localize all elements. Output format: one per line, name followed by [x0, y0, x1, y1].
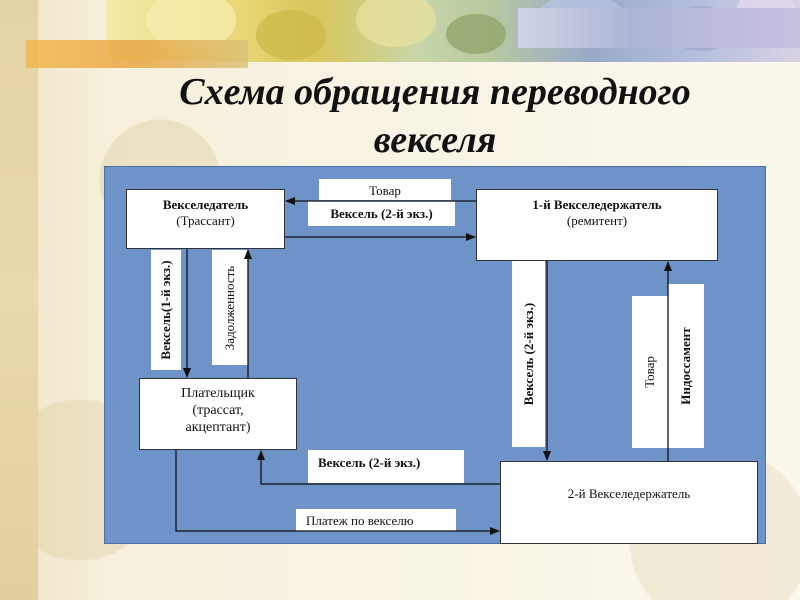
parchment-strip: [0, 0, 38, 600]
label-bill2-bottom-text: Вексель (2-й экз.): [318, 455, 421, 470]
slide-title: Схема обращения переводного векселя: [110, 68, 760, 164]
label-endorsement-vertical: Индоссамент: [668, 284, 704, 448]
label-goods-vertical: Товар: [632, 296, 668, 448]
label-bill2-top: Вексель (2-й экз.): [308, 201, 455, 226]
banner-accent-right: [518, 8, 800, 48]
payer-line-3: акцептант): [185, 420, 251, 435]
label-bill2-vertical-text: Вексель (2-й экз.): [520, 302, 536, 406]
title-line-2: векселя: [373, 119, 497, 161]
label-endorsement-vertical-text: Индоссамент: [678, 327, 693, 405]
holder2-box: 2-й Векселедержатель: [500, 461, 758, 544]
label-payment: Платеж по векселю: [296, 509, 456, 531]
payer-line-1: Плательщик: [181, 386, 255, 401]
drawer-role: (Трассант): [176, 213, 235, 228]
label-debt-vertical-text: Задолженность: [222, 265, 237, 350]
drawer-name: Векселедатель: [162, 197, 249, 212]
label-payment-text: Платеж по векселю: [306, 513, 414, 528]
holder2-name: 2-й Векселедержатель: [567, 486, 691, 501]
payer-box: Плательщик (трассат, акцептант): [139, 378, 297, 450]
holder1-role: (ремитент): [566, 213, 628, 228]
holder1-name: 1-й Векселедержатель: [532, 197, 662, 212]
drawer-box: Векселедатель (Трассант): [126, 189, 285, 249]
label-goods-top: Товар: [319, 179, 451, 200]
label-goods-vertical-text: Товар: [642, 356, 657, 388]
label-debt-vertical: Задолженность: [212, 250, 248, 365]
label-bill1-vertical-text: Вексель(1-й экз.): [158, 260, 173, 360]
label-bill2-bottom: Вексель (2-й экз.): [308, 450, 464, 483]
label-bill2-vertical: Вексель (2-й экз.): [512, 261, 545, 447]
label-bill1-vertical: Вексель(1-й экз.): [151, 250, 181, 370]
label-goods-top-text: Товар: [369, 183, 401, 198]
holder1-box: 1-й Векселедержатель (ремитент): [476, 189, 718, 261]
payer-line-2: (трассат,: [192, 403, 244, 418]
banner-accent-left: [26, 40, 248, 68]
label-bill2-top-text: Вексель (2-й экз.): [330, 206, 433, 221]
title-line-1: Схема обращения переводного: [179, 71, 691, 113]
